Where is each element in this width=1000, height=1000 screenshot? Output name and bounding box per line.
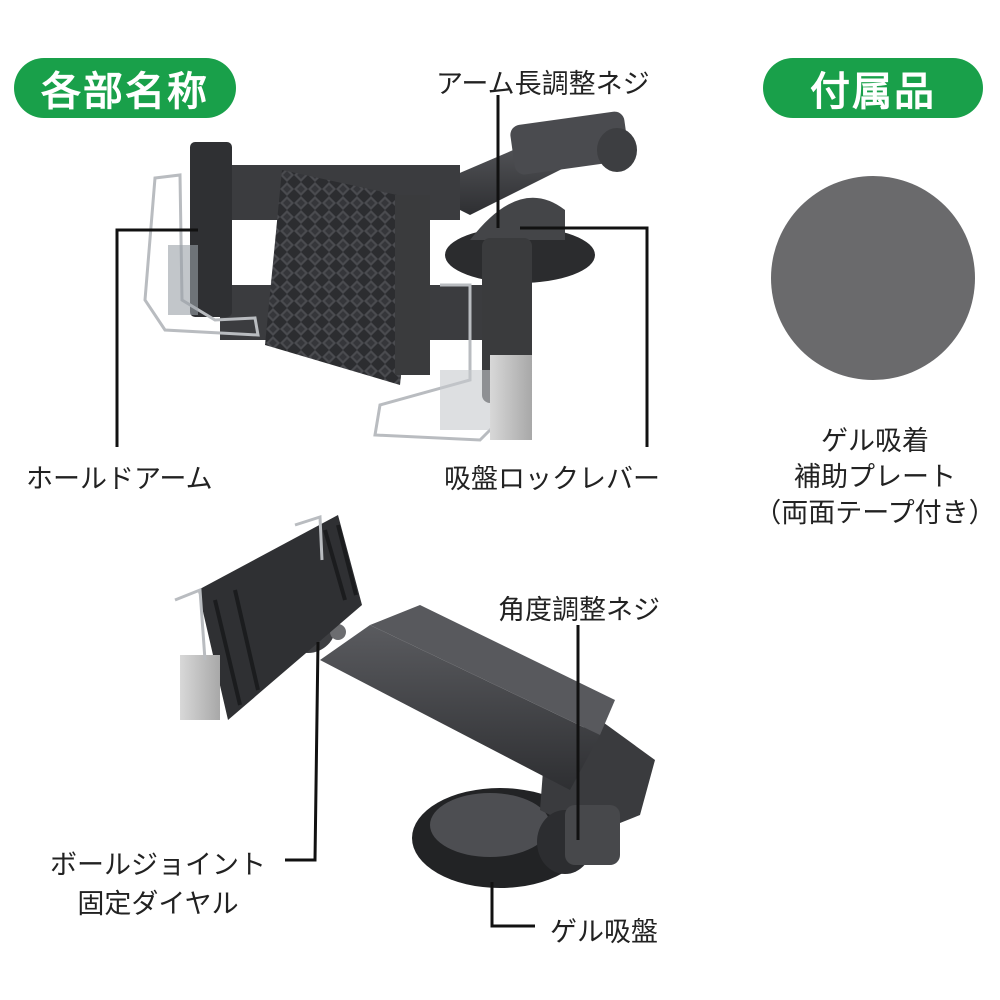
- accessory-line2: 補助プレート: [794, 462, 956, 493]
- accessory-line3: （両面テープ付き）: [754, 498, 996, 529]
- leader-gel-suction: [490, 882, 535, 928]
- leader-ball-joint: [285, 641, 320, 862]
- gel-suction-label: ゲル吸盤: [550, 917, 658, 948]
- accessory-description: ゲル吸着 補助プレート （両面テープ付き）: [750, 424, 1000, 532]
- leader-lock-lever: [520, 226, 649, 447]
- ball-joint-dial-label: ボールジョイント 固定ダイヤル: [38, 843, 278, 921]
- accessories-heading: 付属品: [763, 58, 983, 118]
- ball-joint-line2: 固定ダイヤル: [77, 889, 239, 920]
- parts-heading: 各部名称: [14, 58, 236, 118]
- ball-joint-line1: ボールジョイント: [50, 850, 266, 881]
- suction-lock-lever-label: 吸盤ロックレバー: [444, 464, 660, 495]
- leader-hold-arm: [115, 228, 198, 447]
- arm-length-screw-label: アーム長調整ネジ: [436, 69, 650, 100]
- bottom-holder-illustration: [174, 514, 655, 888]
- leader-lines: [115, 95, 649, 928]
- gel-assist-plate: [771, 176, 975, 380]
- angle-screw-label: 角度調整ネジ: [498, 595, 660, 626]
- hold-arm-label: ホールドアーム: [26, 464, 213, 495]
- accessory-line1: ゲル吸着: [821, 426, 929, 457]
- top-holder-illustration: [143, 111, 637, 442]
